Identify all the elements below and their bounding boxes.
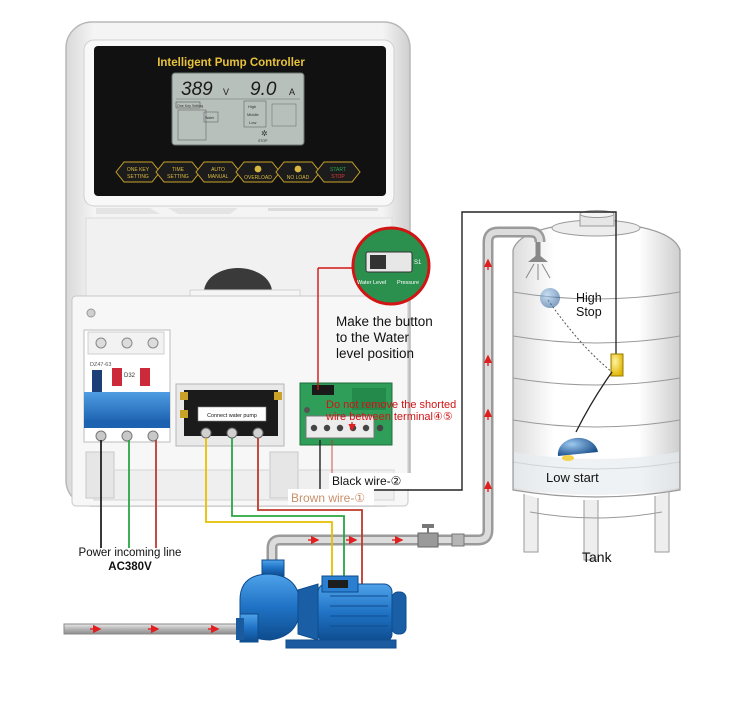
overload-indicator-icon <box>254 165 262 173</box>
lcd-level-low: Low <box>249 120 256 125</box>
switch-pressure-label: Pressure <box>397 280 419 286</box>
tank-label: Tank <box>582 549 613 565</box>
low-start-label: Low start <box>546 470 599 485</box>
button-one-key-label-1: ONE KEY <box>127 167 150 173</box>
high-stop-label-1: High <box>576 291 602 305</box>
voltage-unit: V <box>223 87 229 97</box>
pump-wire-green <box>231 438 345 596</box>
control-buttons: ONE KEY SETTING TIME SETTING AUTO MANUAL… <box>115 161 361 183</box>
shorted-note-line-1: Do not remove the shorted <box>326 399 456 411</box>
lcd-level-middle: Middle <box>247 112 260 117</box>
breaker-rating: D32 <box>124 373 136 379</box>
button-time-label-2: SETTING <box>167 174 189 180</box>
current-unit: A <box>289 87 295 97</box>
button-auto-manual[interactable]: AUTO MANUAL <box>195 161 241 183</box>
annotations: Make the button to the Water level posit… <box>79 291 613 573</box>
high-float-icon <box>540 288 560 308</box>
gate-valve-icon <box>417 532 439 548</box>
brown-wire-label: Brown wire-① <box>291 491 365 505</box>
wires <box>100 211 617 596</box>
low-float-icon <box>557 437 598 456</box>
pump-wire-yellow <box>205 438 333 596</box>
button-one-key-label-2: SETTING <box>127 174 149 180</box>
voltage-readout: 389 <box>181 79 213 100</box>
button-one-key-setting[interactable]: ONE KEY SETTING <box>115 161 161 183</box>
button-auto-label-2: MANUAL <box>208 174 229 180</box>
button-note-line-3: level position <box>336 346 414 361</box>
button-overload-label: OVERLOAD <box>244 175 272 181</box>
black-wire-label: Black wire-② <box>332 474 401 488</box>
no-load-indicator-icon <box>294 165 302 173</box>
flow-arrows <box>90 258 493 634</box>
shorted-note-line-2: wire between terminal④⑤ <box>325 411 453 423</box>
button-stop-label: STOP <box>331 174 345 180</box>
lcd-left-label: One Key Setting <box>177 104 203 108</box>
button-time-setting[interactable]: TIME SETTING <box>155 161 201 183</box>
button-no-load-label: NO LOAD <box>287 175 310 181</box>
pump-terminal-block: Connect water pump <box>175 383 285 447</box>
float-switch-assembly <box>540 240 624 461</box>
high-stop-label-2: Stop <box>576 305 602 319</box>
circuit-breaker: DZ47-63 D32 <box>83 329 171 443</box>
button-time-label-1: TIME <box>172 167 185 173</box>
button-start-stop[interactable]: START STOP <box>315 161 361 183</box>
button-auto-label-1: AUTO <box>211 167 225 173</box>
fan-icon: ✲ <box>261 129 268 138</box>
black-wire-2 <box>319 211 617 491</box>
switch-water-level-label: Water Level <box>357 280 386 286</box>
terminal-block-label: Connect water pump <box>207 413 257 419</box>
button-overload[interactable]: OVERLOAD <box>235 161 281 183</box>
button-note-line-2: to the Water <box>336 330 410 345</box>
power-spec-label: AC380V <box>108 561 152 573</box>
lcd-level-high: High <box>248 104 256 109</box>
button-start-label: START <box>330 167 346 173</box>
water-tank <box>512 210 681 561</box>
lcd-screen <box>171 72 305 146</box>
water-pump <box>236 559 407 649</box>
control-pcb <box>299 382 393 446</box>
lcd-small-label: Water <box>205 116 215 120</box>
current-readout: 9.0 <box>250 79 277 100</box>
button-no-load[interactable]: NO LOAD <box>275 161 321 183</box>
lcd-stop-label: STOP <box>258 139 268 143</box>
button-note-line-1: Make the button <box>336 314 433 329</box>
pump-wire-red <box>257 438 363 596</box>
switch-id-label: S1 <box>414 260 422 266</box>
controller-title: Intelligent Pump Controller <box>157 57 305 69</box>
switch-zoom-inset: S1 Water Level Pressure <box>317 226 431 390</box>
display-panel: Intelligent Pump Controller 389 V 9.0 A … <box>94 46 386 196</box>
counterweight-icon <box>610 353 624 377</box>
power-line-label: Power incoming line <box>79 547 182 559</box>
breaker-model: DZ47-63 <box>90 362 111 368</box>
